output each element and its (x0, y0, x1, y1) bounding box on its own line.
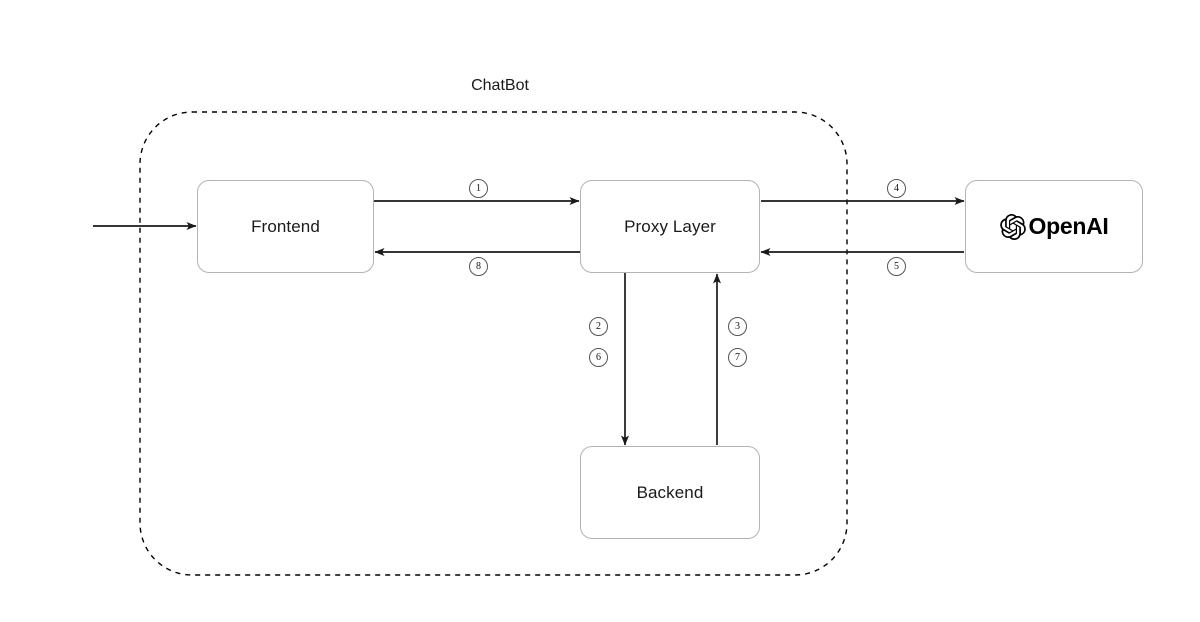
node-frontend[interactable]: Frontend (197, 180, 374, 273)
step-badge-3: 3 (728, 317, 747, 336)
chatbot-boundary (139, 111, 848, 576)
step-badge-6: 6 (589, 348, 608, 367)
chatbot-boundary-label: ChatBot (471, 77, 529, 94)
step-badge-2: 2 (589, 317, 608, 336)
openai-brand: OpenAI (999, 213, 1109, 240)
step-badge-1: 1 (469, 179, 488, 198)
node-proxy-layer[interactable]: Proxy Layer (580, 180, 760, 273)
node-backend[interactable]: Backend (580, 446, 760, 539)
node-openai[interactable]: OpenAI (965, 180, 1143, 273)
openai-wordmark: OpenAI (1028, 213, 1109, 239)
node-backend-label: Backend (636, 482, 704, 502)
step-badge-7: 7 (728, 348, 747, 367)
openai-logo-icon (999, 213, 1026, 240)
node-proxy-layer-label: Proxy Layer (624, 216, 716, 236)
step-badge-4: 4 (887, 179, 906, 198)
step-badge-8: 8 (469, 257, 488, 276)
step-badge-5: 5 (887, 257, 906, 276)
node-frontend-label: Frontend (251, 216, 320, 236)
